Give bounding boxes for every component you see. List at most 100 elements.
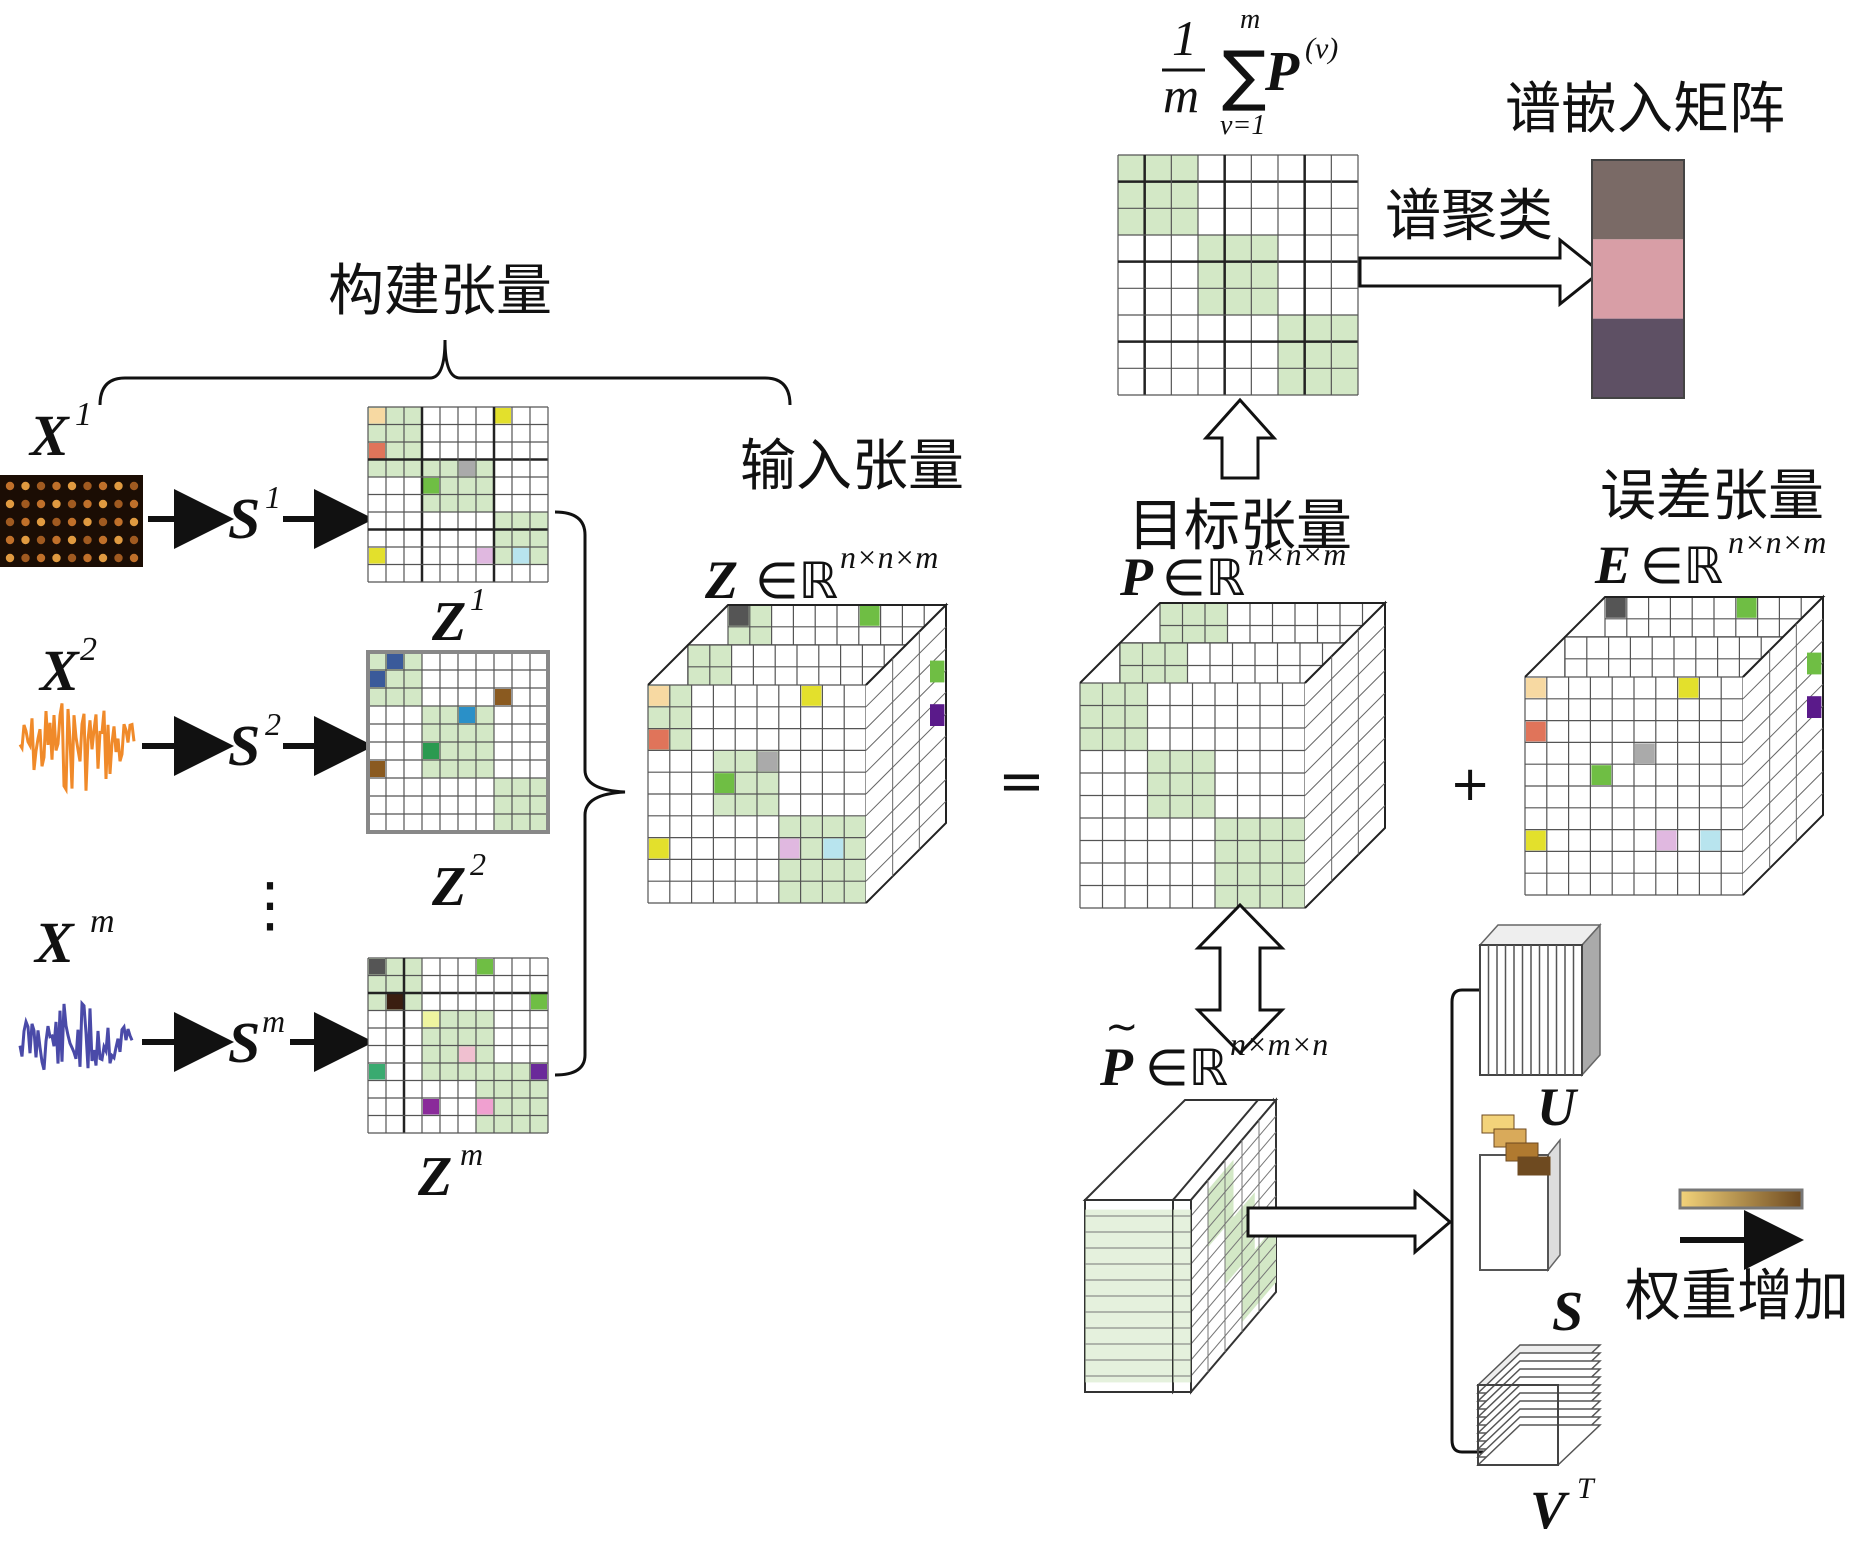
cube-side-line	[1304, 692, 1386, 774]
embedding-segment	[1592, 239, 1684, 319]
image-dot	[114, 517, 123, 527]
average-sum-sign: ∑	[1222, 37, 1266, 114]
colored-cell	[369, 1064, 385, 1080]
image-dot	[36, 499, 46, 509]
colored-cell	[459, 707, 475, 723]
block-cell	[1118, 155, 1198, 235]
image-dot	[129, 499, 139, 509]
slice-line	[1190, 1243, 1277, 1345]
colored-cell	[714, 773, 735, 793]
image-dot	[83, 517, 92, 527]
colored-cell	[423, 478, 439, 494]
slice-front-block	[1085, 1209, 1173, 1268]
image-dot	[52, 481, 61, 491]
view-2-row: X 2 S 2 Z 2	[18, 631, 550, 918]
colored-cell	[477, 548, 493, 564]
colored-cell	[423, 743, 439, 759]
zm-matrix	[367, 957, 549, 1134]
plus-sign: +	[1450, 756, 1490, 812]
ptilde-name: P	[1099, 1037, 1134, 1097]
colored-cell	[649, 686, 669, 706]
ptilde-notation: P ~ ∈ℝ n×m×n	[1099, 1004, 1328, 1097]
average-sum-lower: v=1	[1220, 110, 1265, 141]
vt-tensor	[1476, 1344, 1602, 1466]
image-dot	[52, 517, 61, 527]
colored-cell	[1736, 598, 1757, 618]
image-dot	[5, 499, 15, 509]
view-1-row: X 1 S 1 Z 1	[0, 396, 549, 653]
image-dot	[67, 553, 77, 563]
view-1-z-label: Z	[431, 591, 466, 653]
s-tensor	[1479, 1114, 1561, 1273]
average-fraction-denominator: m	[1163, 67, 1199, 123]
cube-side-cell	[930, 660, 945, 683]
image-dot	[98, 553, 108, 563]
average-affinity-matrix	[1117, 154, 1359, 396]
colored-cell	[369, 959, 385, 975]
average-sum-upper: m	[1240, 4, 1260, 35]
image-dot	[98, 535, 108, 545]
view-2-z-label: Z	[431, 856, 466, 918]
image-dot	[67, 481, 77, 491]
colored-cell	[495, 689, 511, 705]
image-dot	[52, 499, 61, 509]
cube-side-line	[865, 757, 947, 838]
vt-label: V	[1530, 1480, 1570, 1540]
view-2-z-sup: 2	[470, 846, 486, 882]
z-tensor-cube	[647, 602, 949, 904]
image-dot	[83, 553, 92, 563]
colored-cell	[801, 686, 822, 706]
e-tensor-in: ∈ℝ	[1640, 537, 1723, 595]
view-m-s-sup: m	[262, 1003, 285, 1039]
view-2-s-label: S	[228, 713, 260, 778]
cube-side-line	[865, 626, 947, 708]
u-side	[1581, 923, 1601, 1077]
cube-side-line	[1304, 647, 1386, 729]
spectral-clustering-label: 谱聚类	[1385, 184, 1553, 249]
block-cell	[1278, 315, 1358, 395]
block-cell	[1147, 750, 1215, 818]
colored-cell	[779, 838, 800, 859]
image-dot	[114, 481, 123, 491]
colored-cell	[387, 653, 403, 669]
p-tensor-notation: P ∈ℝ n×n×m	[1119, 536, 1346, 607]
slice-front-block	[1173, 1324, 1191, 1383]
tsvd-hollow-arrow	[1246, 1188, 1453, 1256]
image-dot	[67, 517, 77, 527]
embedding-frame	[1591, 159, 1685, 399]
cube-side-line	[865, 800, 947, 882]
views-ellipsis: ⋮	[240, 870, 300, 940]
image-dot	[21, 481, 30, 491]
view-1-s-label: S	[228, 486, 260, 551]
block-cell	[1080, 683, 1148, 751]
view-2-s-sup: 2	[265, 706, 281, 742]
spectral-embedding-matrix	[1591, 159, 1685, 399]
slice-line	[1190, 1147, 1277, 1249]
colored-cell	[531, 1064, 547, 1080]
matrix-frame	[366, 650, 550, 834]
view-2-x-label: X	[38, 638, 80, 703]
view-m-z-label: Z	[417, 1146, 452, 1208]
view-m-z-sup: m	[460, 1136, 483, 1172]
colored-cell	[369, 443, 385, 459]
colored-cell	[729, 606, 749, 626]
cube-side-cell	[1807, 696, 1822, 718]
e-tensor-notation: E ∈ℝ n×n×m	[1594, 524, 1826, 595]
colored-cell	[387, 994, 403, 1010]
image-dot	[36, 535, 46, 545]
embedding-segment	[1592, 160, 1684, 240]
colored-cell	[1635, 743, 1655, 764]
view-m-x-sup: m	[90, 903, 115, 940]
colored-cell	[1678, 678, 1699, 698]
cube-side-line	[1304, 670, 1386, 751]
cube-side-line	[1742, 771, 1824, 852]
cube-side-line	[1742, 662, 1824, 743]
spectral-clustering-arrow	[1358, 236, 1603, 308]
average-p: P	[1264, 41, 1300, 103]
view-1-image-dots	[5, 481, 139, 563]
e-tensor-dim: n×n×m	[1728, 524, 1826, 560]
views-bracket	[554, 510, 626, 1077]
colored-cell	[1656, 830, 1677, 851]
cube-side-line	[1742, 727, 1824, 809]
image-dot	[129, 517, 139, 527]
